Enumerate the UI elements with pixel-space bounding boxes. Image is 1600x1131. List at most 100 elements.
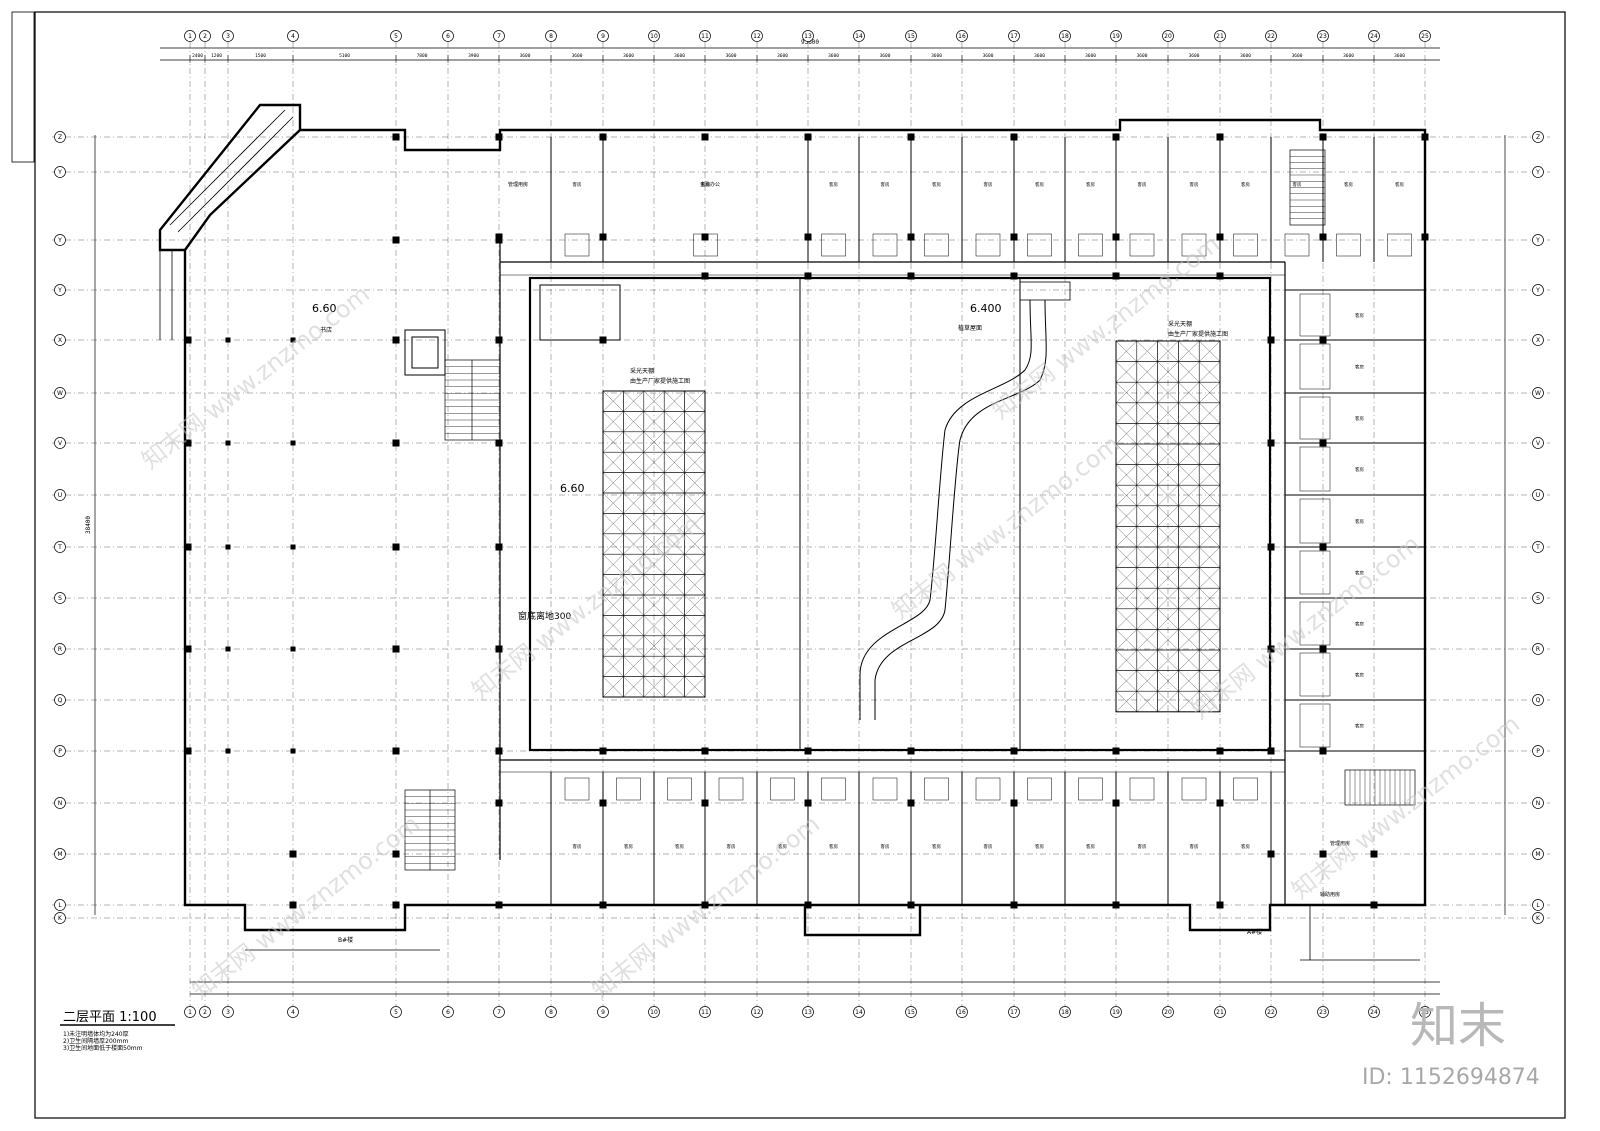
grid-bubble-left-circle bbox=[54, 592, 66, 604]
skylight-diag bbox=[684, 431, 706, 453]
column bbox=[184, 645, 192, 653]
skylight-diag bbox=[1157, 485, 1179, 506]
grid-bubble-right-circle bbox=[1532, 592, 1544, 604]
grid-bubble-right-circle bbox=[1532, 797, 1544, 809]
column-small bbox=[290, 646, 296, 652]
skylight-diag bbox=[664, 635, 685, 657]
grid-bubble-right-label: U bbox=[1536, 492, 1540, 499]
skylight-diag bbox=[623, 554, 644, 575]
bathroom-box bbox=[1299, 396, 1331, 440]
skylight-diag bbox=[664, 615, 685, 636]
column bbox=[1267, 439, 1275, 447]
total-height-label: 38400 bbox=[85, 516, 92, 534]
column bbox=[184, 336, 192, 344]
grid-bubble-left-circle bbox=[54, 848, 66, 860]
column bbox=[392, 543, 400, 551]
grid-bubble-right-label: V bbox=[1536, 440, 1541, 447]
skylight-diag bbox=[1157, 505, 1179, 527]
column bbox=[184, 439, 192, 447]
grid-bubble-top-label: 3 bbox=[226, 33, 230, 40]
skylight-diag bbox=[1157, 402, 1179, 424]
skylight-diag bbox=[1157, 546, 1179, 568]
column bbox=[804, 272, 812, 280]
skylight-diag bbox=[1199, 382, 1221, 403]
bathroom-box bbox=[1299, 498, 1331, 544]
skylight-diag bbox=[1157, 649, 1179, 671]
grid-bubble-top-circle bbox=[1008, 30, 1020, 42]
grid-bubble-top-circle bbox=[545, 30, 557, 42]
grid-bubble-bottom-circle bbox=[545, 1006, 557, 1018]
grid-bubble-right-circle bbox=[1532, 745, 1544, 757]
skylight-diag bbox=[664, 513, 685, 534]
stair-top-right-steps bbox=[1290, 156, 1325, 219]
skylight-diag bbox=[1136, 670, 1158, 692]
skylight-diag bbox=[684, 594, 706, 616]
bathroom-box bbox=[1129, 777, 1155, 801]
grid-bubble-bottom-circle bbox=[390, 1006, 402, 1018]
skylight-diag bbox=[643, 390, 665, 412]
skylight-diag bbox=[1178, 423, 1200, 445]
bathroom-box bbox=[1284, 233, 1310, 257]
grid-bubble-top-label: 25 bbox=[1421, 33, 1429, 40]
room-label: 客房 bbox=[727, 843, 736, 850]
skylight-diag bbox=[1115, 608, 1137, 630]
grid-bubble-top-circle bbox=[1059, 30, 1071, 42]
grid-bubble-bottom-circle bbox=[493, 1006, 505, 1018]
elevation-bookstore: 6.60 bbox=[312, 302, 337, 315]
grid-bubble-top-label: 15 bbox=[907, 33, 915, 40]
grid-bubble-bottom-label: 4 bbox=[291, 1009, 295, 1016]
skylight-diag bbox=[1136, 382, 1158, 403]
skylight-diag bbox=[643, 411, 665, 432]
room-label: 客房 bbox=[1355, 466, 1364, 473]
column bbox=[1010, 233, 1018, 241]
skylight-diag bbox=[1199, 629, 1221, 651]
skylight-diag bbox=[1199, 588, 1221, 609]
column bbox=[289, 901, 297, 909]
skylight-diag bbox=[1115, 649, 1137, 671]
skylight-diag bbox=[684, 615, 706, 636]
dimension-text: 3600 bbox=[828, 53, 839, 59]
skylight-diag bbox=[1115, 443, 1137, 465]
column bbox=[1010, 901, 1018, 909]
skylight-diag bbox=[1199, 485, 1221, 506]
column bbox=[599, 336, 607, 344]
grid-bubble-bottom-label: 5 bbox=[394, 1009, 398, 1016]
grid-bubble-top-circle bbox=[699, 30, 711, 42]
label-skylight-right-note: 由生产厂家提供施工图 bbox=[1168, 330, 1228, 338]
grid-bubble-bottom-circle bbox=[1317, 1006, 1329, 1018]
column bbox=[804, 133, 812, 141]
label-window-sill: 窗底离地300 bbox=[518, 610, 571, 622]
skylight-diag bbox=[1178, 505, 1200, 527]
grid-bubble-bottom-circle bbox=[597, 1006, 609, 1018]
grid-bubble-left-circle bbox=[54, 166, 66, 178]
dimension-text: 3600 bbox=[1034, 53, 1045, 59]
skylight-diag bbox=[1199, 361, 1221, 383]
grid-bubble-left-circle bbox=[54, 694, 66, 706]
grid-bubble-right-circle bbox=[1532, 131, 1544, 143]
skylight-diag bbox=[1136, 629, 1158, 651]
skylight-diag bbox=[643, 431, 665, 453]
grid-bubble-right-circle bbox=[1532, 166, 1544, 178]
room-label: 客房 bbox=[1355, 723, 1364, 730]
skylight-diag bbox=[602, 656, 624, 677]
grid-bubble-top-circle bbox=[956, 30, 968, 42]
skylight-diag bbox=[1157, 464, 1179, 486]
room-label: 客房 bbox=[984, 843, 993, 850]
skylight-diag bbox=[623, 452, 644, 473]
room-label: 客房 bbox=[573, 181, 582, 188]
grid-bubble-bottom-label: 10 bbox=[650, 1009, 658, 1016]
skylight-diag bbox=[623, 615, 644, 636]
stair-left-steps bbox=[445, 366, 500, 434]
skylight-diag bbox=[1157, 608, 1179, 630]
room-label: 客房 bbox=[829, 181, 838, 188]
grid-bubble-top-circle bbox=[287, 30, 299, 42]
skylight-diag bbox=[1115, 505, 1137, 527]
bathroom-box bbox=[1027, 777, 1052, 801]
grid-bubble-left-circle bbox=[54, 899, 66, 911]
column bbox=[1267, 543, 1275, 551]
grid-bubble-right-circle bbox=[1532, 334, 1544, 346]
total-width-label: 93600 bbox=[801, 39, 819, 46]
column bbox=[392, 439, 400, 447]
